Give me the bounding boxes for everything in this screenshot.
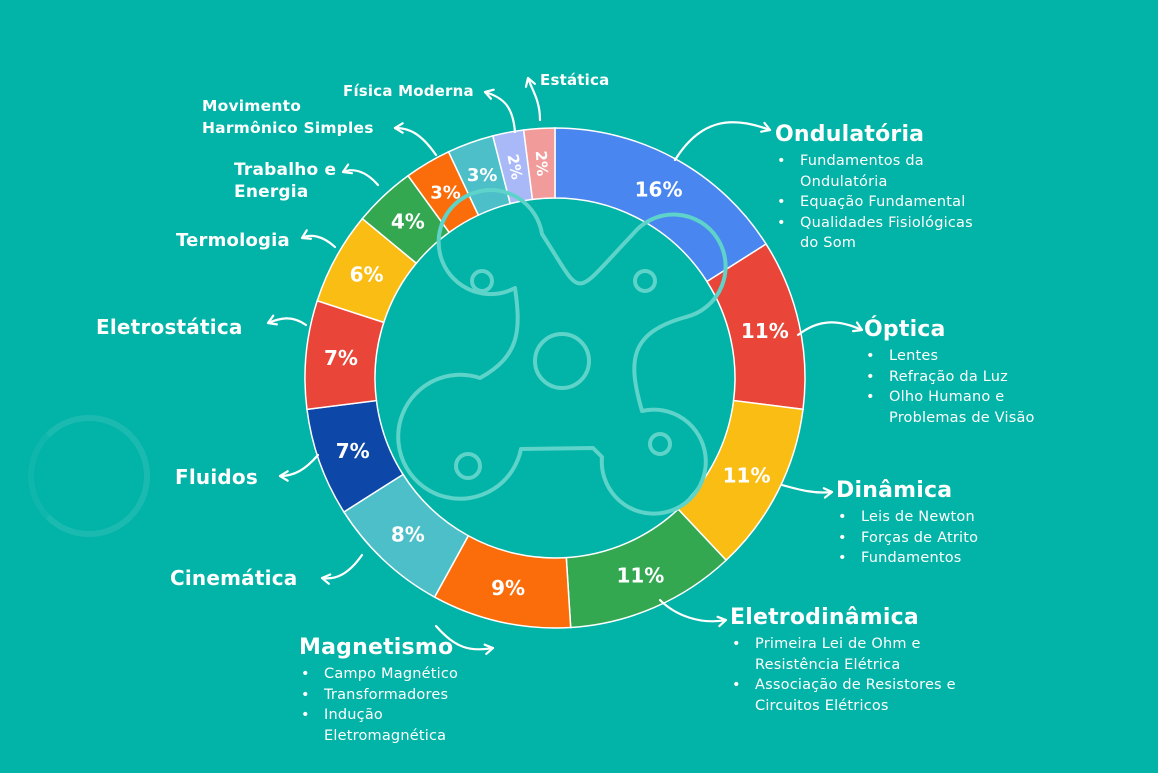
label-fisica-moderna: Física Moderna (343, 80, 474, 102)
topic-list: Leis de Newton Forças de Atrito Fundamen… (836, 507, 978, 569)
molecule-icon (396, 188, 728, 516)
arrow-head (278, 470, 289, 482)
topic-item: Campo Magnético (301, 664, 458, 685)
slice-name: Fluidos (175, 465, 258, 489)
arrow-head (393, 122, 404, 134)
slice-value-label: 9% (491, 576, 525, 600)
slice-value-label: 6% (350, 262, 384, 286)
label-ondulatoria: Ondulatória Fundamentos da Ondulatória E… (775, 122, 973, 254)
slice-name: Trabalho e Energia (234, 160, 337, 202)
slice-0 (554, 127, 768, 283)
slice-value-label: 11% (616, 563, 664, 587)
slice-name: Física Moderna (343, 82, 474, 100)
arrow-icon (434, 624, 495, 651)
topic-list: Primeira Lei de Ohm e Resistência Elétri… (730, 634, 956, 716)
slice-name: Ondulatória (775, 122, 925, 147)
slice-13 (522, 127, 556, 201)
slice-name: Estática (540, 71, 610, 89)
topic-item: Equação Fundamental (777, 192, 973, 213)
topic-list: Campo Magnético Transformadores Indução … (299, 664, 458, 746)
arrow-icon (393, 126, 438, 157)
label-eletrodinamica: Eletrodinâmica Primeira Lei de Ohm e Res… (730, 605, 956, 716)
arrow-head (483, 643, 495, 656)
slice-value-label: 11% (741, 319, 789, 343)
slice-value-label: 8% (391, 523, 425, 547)
label-movimento-harmonico: Movimento Harmônico Simples (202, 95, 374, 139)
arrow-icon (266, 317, 308, 327)
topic-item: Primeira Lei de Ohm e Resistência Elétri… (732, 634, 956, 675)
arrow-head (851, 321, 864, 333)
slice-name: Eletrodinâmica (730, 605, 919, 630)
decorative-arc (28, 415, 150, 537)
arrow-head (483, 88, 495, 100)
slice-value-label: 2% (532, 150, 552, 177)
topic-list: Fundamentos da Ondulatória Equação Funda… (775, 151, 973, 254)
arrow-icon (320, 553, 364, 580)
arrow-head (341, 163, 354, 175)
arrow-head (524, 76, 536, 88)
arrow-head (716, 615, 728, 628)
topic-item: Fundamentos da Ondulatória (777, 151, 973, 192)
arrow-icon (796, 321, 864, 337)
topic-item: Forças de Atrito (838, 528, 978, 549)
label-cinematica: Cinemática (170, 566, 297, 590)
arrow-head (300, 229, 313, 240)
slice-name: Dinâmica (836, 478, 953, 503)
slice-name: Cinemática (170, 566, 298, 590)
topic-item: Indução Eletromagnética (301, 705, 458, 746)
arrow-icon (526, 76, 542, 122)
slice-name: Magnetismo (299, 635, 454, 660)
slice-name: Eletrostática (96, 315, 243, 339)
slice-name: Movimento Harmônico Simples (202, 97, 374, 137)
label-estatica: Estática (540, 69, 609, 91)
arrow-icon (341, 169, 380, 187)
label-optica: Óptica Lentes Refração da Luz Olho Human… (864, 317, 1035, 428)
slice-value-label: 16% (635, 178, 683, 202)
slice-value-label: 4% (391, 209, 425, 233)
arrow-head (266, 314, 278, 326)
slice-name: Óptica (864, 317, 946, 342)
arrow-icon (483, 90, 517, 134)
arrow-icon (673, 121, 772, 162)
slice-name: Termologia (176, 230, 290, 251)
arrow-icon (780, 483, 834, 494)
slice-value-label: 3% (467, 165, 498, 186)
label-eletrostatica: Eletrostática (96, 315, 243, 339)
arrow-head (760, 121, 772, 133)
slice-value-label: 7% (324, 346, 358, 370)
label-dinamica: Dinâmica Leis de Newton Forças de Atrito… (836, 478, 978, 569)
topic-item: Olho Humano e Problemas de Visão (866, 387, 1035, 428)
slice-value-label: 7% (336, 439, 370, 463)
arrow-icon (658, 598, 728, 623)
label-fluidos: Fluidos (175, 465, 258, 489)
topic-item: Qualidades Fisiológicas do Som (777, 213, 973, 254)
topic-item: Associação de Resistores e Circuitos Elé… (732, 675, 956, 716)
slice-value-label: 3% (430, 182, 461, 203)
topic-item: Transformadores (301, 685, 458, 706)
topic-item: Leis de Newton (838, 507, 978, 528)
topic-item: Fundamentos (838, 548, 978, 569)
topic-item: Refração da Luz (866, 367, 1035, 388)
topic-list: Lentes Refração da Luz Olho Humano e Pro… (864, 346, 1035, 428)
arrow-icon (278, 453, 320, 478)
label-magnetismo: Magnetismo Campo Magnético Transformador… (299, 635, 458, 746)
label-termologia: Termologia (176, 230, 290, 252)
slice-value-label: 2% (503, 153, 525, 181)
arrow-head (822, 487, 834, 499)
arrow-head (320, 573, 332, 585)
topic-item: Lentes (866, 346, 1035, 367)
slice-value-label: 11% (723, 464, 771, 488)
label-trabalho-energia: Trabalho e Energia (234, 159, 336, 203)
